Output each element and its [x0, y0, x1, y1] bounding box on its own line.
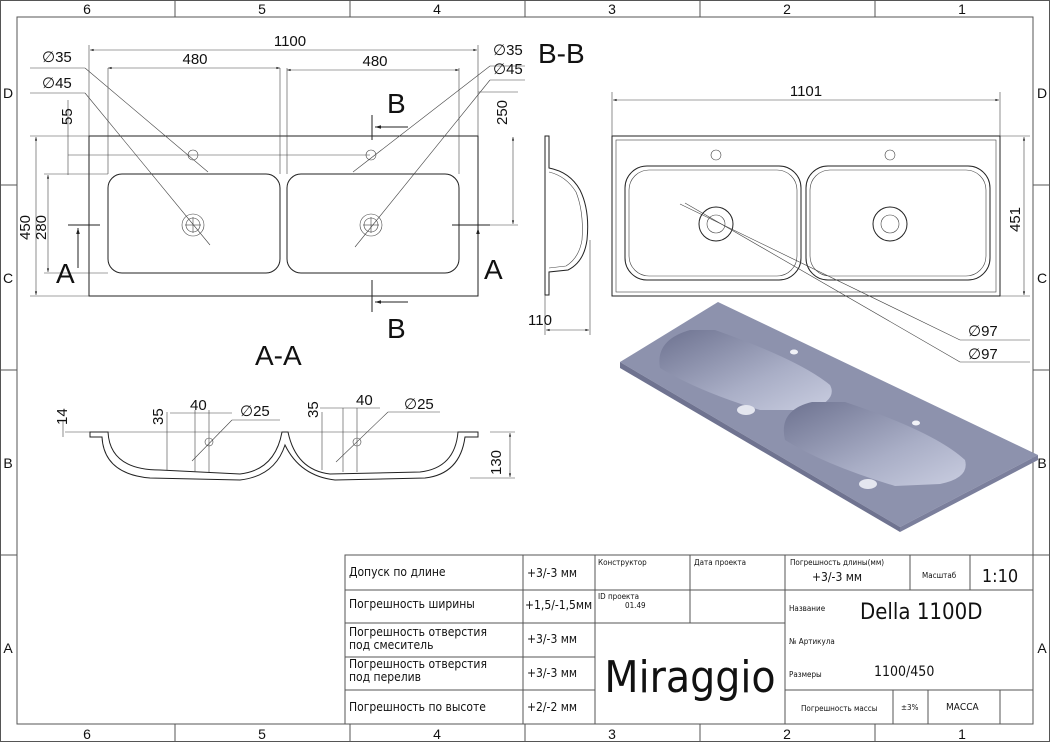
- grid-col: 3: [608, 1, 616, 17]
- dim-drain-97-a: ∅97: [968, 323, 998, 340]
- tolerance-label: Погрешность по высоте: [349, 700, 486, 714]
- tolerance-value: +3/-3 мм: [527, 666, 577, 680]
- scale-value: 1:10: [982, 566, 1018, 587]
- grid-col: 5: [258, 1, 266, 17]
- sink-3d-render: [620, 302, 1038, 532]
- section-mark-b-bottom: B: [387, 313, 406, 344]
- size-value: 1100/450: [874, 664, 934, 680]
- dim-dia-left-35: ∅35: [42, 49, 72, 66]
- dim-offset-55: 55: [59, 108, 76, 125]
- grid-col: 4: [433, 726, 441, 742]
- grid-col: 2: [783, 726, 791, 742]
- grid-row: A: [3, 640, 13, 656]
- dim-spacing-right-40: 40: [356, 392, 373, 409]
- tolerance-value: +3/-3 мм: [527, 632, 577, 646]
- right-top-view: 1101 451 ∅97 ∅97: [611, 83, 1030, 363]
- drain-left: [698, 206, 734, 242]
- dim-offset-250: 250: [494, 100, 511, 125]
- section-mark-b-top: B: [387, 88, 406, 119]
- dim-basin-left: 480: [182, 51, 207, 68]
- label-part: под перелив: [349, 670, 421, 684]
- tolerance-value: +2/-2 мм: [527, 700, 577, 714]
- scale-label: Масштаб: [922, 570, 957, 580]
- grid-col: 6: [83, 726, 91, 742]
- tolerance-label: Погрешность ширины: [349, 597, 475, 611]
- project-id-label: ID проекта: [598, 592, 639, 601]
- grid-col: 2: [783, 1, 791, 17]
- grid-col: 3: [608, 726, 616, 742]
- dim-height-280: 280: [33, 215, 50, 240]
- name-label: Название: [789, 604, 826, 613]
- dim-length-1101: 1101: [790, 83, 822, 100]
- section-a-a: A-A 14 130 35 40 ∅25 35 40 ∅25: [54, 340, 515, 481]
- project-id: 01.49: [625, 601, 646, 610]
- size-label: Размеры: [789, 670, 822, 679]
- grid-row: B: [1037, 455, 1046, 471]
- dim-dia-right-45: ∅45: [493, 61, 523, 78]
- dim-depth-110: 110: [528, 312, 552, 329]
- dim-basin-right: 480: [362, 53, 387, 70]
- grid-row: A: [1037, 640, 1047, 656]
- grid-row: B: [3, 455, 12, 471]
- section-a-a-title: A-A: [255, 340, 302, 371]
- dim-spacing-left-40: 40: [190, 397, 207, 414]
- dim-drain-97-b: ∅97: [968, 346, 998, 363]
- title-block: Допуск по длине +3/-3 мм Погрешность шир…: [344, 554, 1034, 725]
- label-part: Погрешность отверстия: [349, 657, 487, 671]
- grid-col: 6: [83, 1, 91, 17]
- section-mark-a-left: A: [56, 258, 75, 289]
- top-view: 1100 480 480 ∅35 ∅45 ∅35 ∅45 55 250 450 …: [17, 33, 525, 344]
- dim-overall-length: 1100: [274, 33, 306, 50]
- dim-offset-right-35: 35: [305, 401, 322, 418]
- date-label: Дата проекта: [694, 558, 746, 567]
- grid-row: C: [1037, 270, 1047, 286]
- grid-row: D: [3, 85, 13, 101]
- label-part: под смеситель: [349, 638, 433, 652]
- grid-column-labels-top: 6 5 4 3 2 1: [83, 1, 966, 17]
- product-name: Della 1100D: [860, 600, 982, 625]
- dim-height-450: 450: [17, 215, 34, 240]
- dim-dia-right-35: ∅35: [493, 42, 523, 59]
- grid-col: 5: [258, 726, 266, 742]
- brand-logo: Miraggio: [604, 652, 775, 703]
- drain-right: [872, 206, 908, 242]
- section-mark-a-right: A: [484, 254, 503, 285]
- tolerance-value: +3/-3 мм: [527, 566, 577, 580]
- drain-right: [359, 213, 383, 237]
- grid-row: D: [1037, 85, 1047, 101]
- grid-col: 1: [958, 1, 966, 17]
- dim-height-130: 130: [488, 450, 505, 475]
- article-label: № Артикула: [789, 637, 835, 646]
- dim-offset-left-35: 35: [150, 408, 167, 425]
- grid-col: 1: [958, 726, 966, 742]
- designer-label: Конструктор: [598, 558, 647, 567]
- dim-dia-left-45: ∅45: [42, 75, 72, 92]
- tolerance-label: Допуск по длине: [349, 565, 446, 579]
- mass-tol-value: ±3%: [901, 703, 919, 712]
- label-part: Погрешность отверстия: [349, 625, 487, 639]
- length-tol-label: Погрешность длины(мм): [790, 558, 884, 567]
- dim-width-451: 451: [1007, 207, 1024, 232]
- grid-column-labels-bottom: 6 5 4 3 2 1: [83, 726, 966, 742]
- section-b-b: B-B 110: [528, 38, 591, 335]
- mass-label: МАССА: [946, 702, 979, 713]
- dim-hole-left-25: ∅25: [240, 403, 270, 420]
- tolerance-value: +1,5/-1,5мм: [525, 598, 592, 612]
- grid-row: C: [3, 270, 13, 286]
- mass-tol-label: Погрешность массы: [801, 704, 878, 713]
- dim-rim-14: 14: [54, 408, 71, 425]
- dim-hole-right-25: ∅25: [404, 396, 434, 413]
- drain-left: [181, 213, 205, 237]
- length-tol-value: +3/-3 мм: [812, 570, 862, 584]
- section-b-b-title: B-B: [538, 38, 585, 69]
- grid-row-labels: D C B A D C B A: [3, 85, 1047, 656]
- grid-col: 4: [433, 1, 441, 17]
